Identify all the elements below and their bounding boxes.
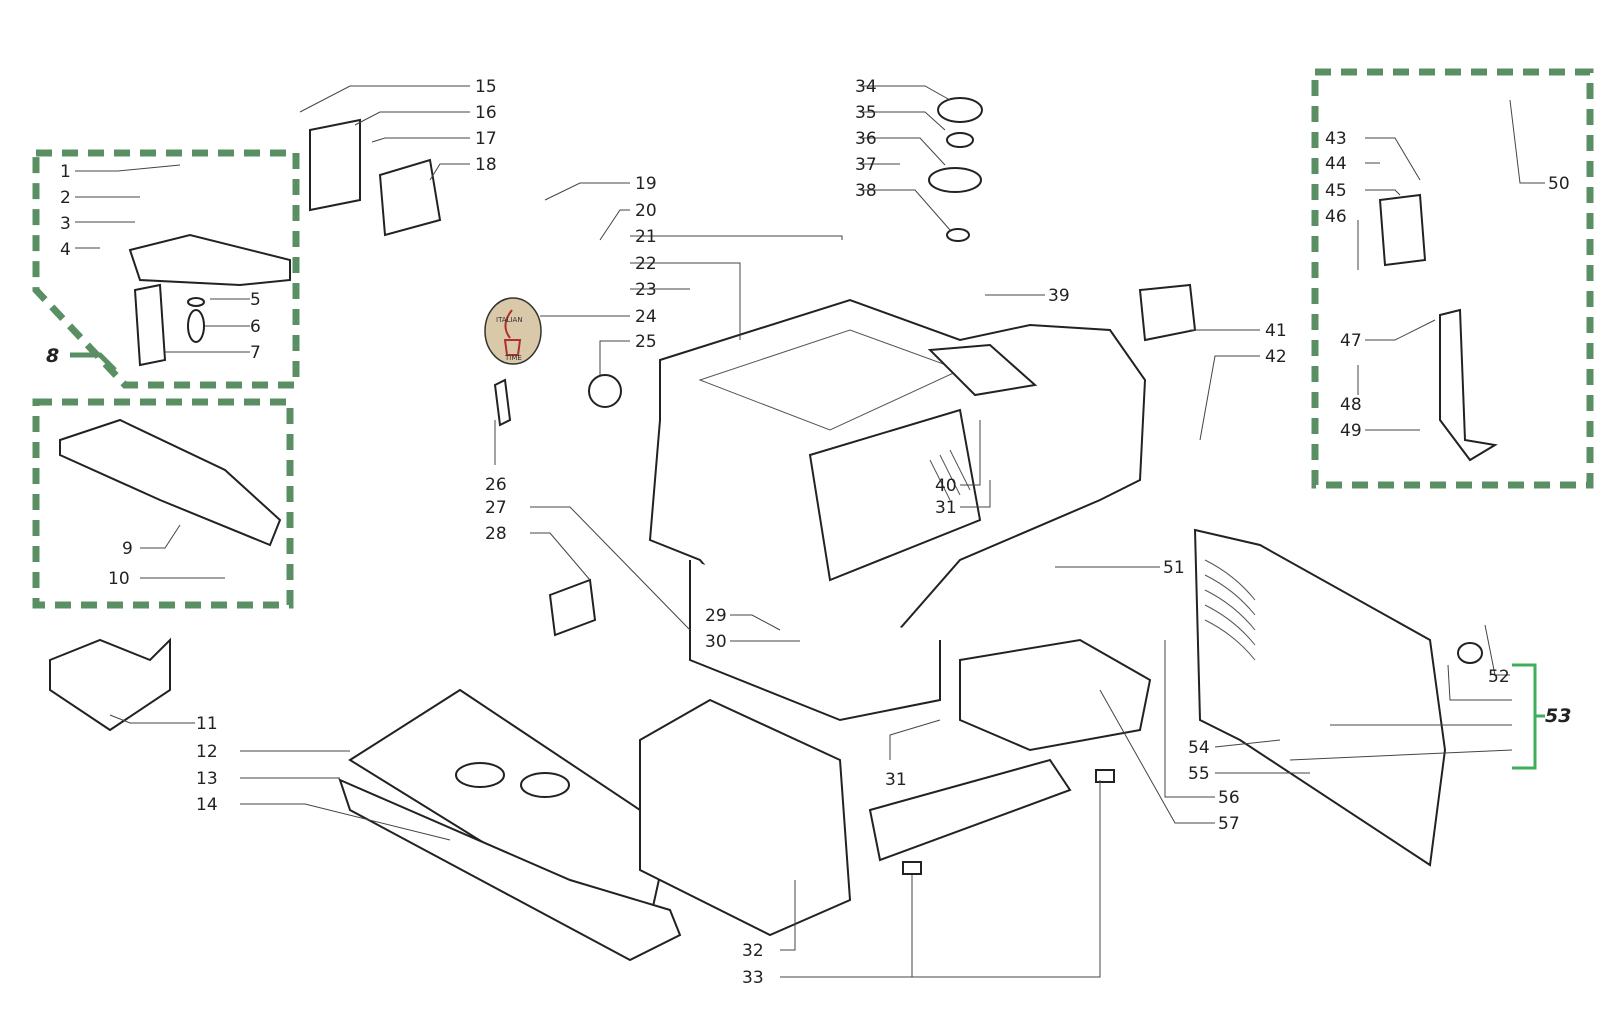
label-49: 49	[1340, 421, 1362, 441]
part-49	[1439, 308, 1498, 462]
label-13: 13	[196, 769, 218, 789]
label-31-lower: 31	[885, 770, 907, 790]
label-37: 37	[855, 155, 877, 175]
group-box-9-10	[32, 398, 294, 609]
label-21: 21	[635, 227, 657, 247]
part-38	[946, 228, 970, 242]
label-20: 20	[635, 201, 657, 221]
part-11	[49, 637, 171, 732]
label-43: 43	[1325, 129, 1347, 149]
part-33a	[902, 861, 922, 875]
label-30: 30	[705, 632, 727, 652]
label-29: 29	[705, 606, 727, 626]
side-door	[1193, 528, 1447, 867]
label-51: 51	[1163, 558, 1185, 578]
label-53: 53	[1545, 705, 1571, 727]
label-39: 39	[1048, 286, 1070, 306]
part-6	[187, 309, 205, 343]
part-34	[937, 97, 983, 123]
label-25: 25	[635, 332, 657, 352]
label-46: 46	[1325, 207, 1347, 227]
label-22: 22	[635, 254, 657, 274]
label-28: 28	[485, 524, 507, 544]
label-4: 4	[60, 240, 71, 260]
label-8: 8	[46, 345, 59, 367]
badge-top-text: ITALIAN	[496, 316, 523, 324]
label-47: 47	[1340, 331, 1362, 351]
label-17: 17	[475, 129, 497, 149]
part-53-lock	[1457, 642, 1483, 664]
label-2: 2	[60, 188, 71, 208]
main-housing	[648, 298, 1152, 862]
label-45: 45	[1325, 181, 1347, 201]
label-24: 24	[635, 307, 657, 327]
label-35: 35	[855, 103, 877, 123]
callout-labels: 1 2 3 4 5 6 7 8 9 10 11 12 13 14 15 16 1…	[46, 77, 1571, 988]
label-57: 57	[1218, 814, 1240, 834]
label-34: 34	[855, 77, 877, 97]
label-12: 12	[196, 742, 218, 762]
label-26: 26	[485, 475, 507, 495]
label-3: 3	[60, 214, 71, 234]
label-41: 41	[1265, 321, 1287, 341]
part-26	[493, 378, 512, 427]
label-6: 6	[250, 317, 261, 337]
part-41	[1138, 283, 1197, 342]
label-42: 42	[1265, 347, 1287, 367]
group-box-43-50	[1311, 68, 1594, 489]
part-33b	[1095, 769, 1115, 783]
label-54: 54	[1188, 738, 1210, 758]
grounds-container	[639, 698, 852, 937]
label-33: 33	[742, 968, 764, 988]
label-40: 40	[935, 476, 957, 496]
label-31: 31	[935, 498, 957, 518]
label-1: 1	[60, 162, 71, 182]
leader-lines	[75, 85, 1545, 978]
label-10: 10	[108, 569, 130, 589]
badge-bottom-text: TIME	[504, 354, 522, 362]
part-25	[588, 374, 622, 408]
part-18	[378, 158, 442, 237]
label-18: 18	[475, 155, 497, 175]
part-28	[548, 578, 597, 637]
part-7	[133, 283, 167, 367]
part-35	[946, 132, 974, 148]
label-32: 32	[742, 941, 764, 961]
part-45	[1378, 193, 1427, 267]
label-52: 52	[1488, 667, 1510, 687]
group-box-8	[32, 149, 300, 389]
label-48: 48	[1340, 395, 1362, 415]
part-16	[309, 118, 361, 212]
label-38: 38	[855, 181, 877, 201]
italian-time-badge: ITALIAN TIME	[484, 297, 542, 365]
label-55: 55	[1188, 764, 1210, 784]
drip-tray	[338, 688, 682, 962]
label-9: 9	[122, 539, 133, 559]
label-19: 19	[635, 174, 657, 194]
part-3	[128, 233, 291, 287]
label-16: 16	[475, 103, 497, 123]
label-14: 14	[196, 795, 218, 815]
label-56: 56	[1218, 788, 1240, 808]
part-9	[59, 418, 282, 547]
part-5	[187, 297, 205, 307]
label-5: 5	[250, 290, 261, 310]
label-36: 36	[855, 129, 877, 149]
label-27: 27	[485, 498, 507, 518]
group-8-pointer	[70, 352, 117, 372]
bracket-53	[1512, 663, 1537, 770]
label-50: 50	[1548, 174, 1570, 194]
label-44: 44	[1325, 154, 1347, 174]
label-11: 11	[196, 714, 218, 734]
label-7: 7	[250, 343, 261, 363]
label-15: 15	[475, 77, 497, 97]
part-36	[928, 167, 982, 193]
label-23: 23	[635, 280, 657, 300]
